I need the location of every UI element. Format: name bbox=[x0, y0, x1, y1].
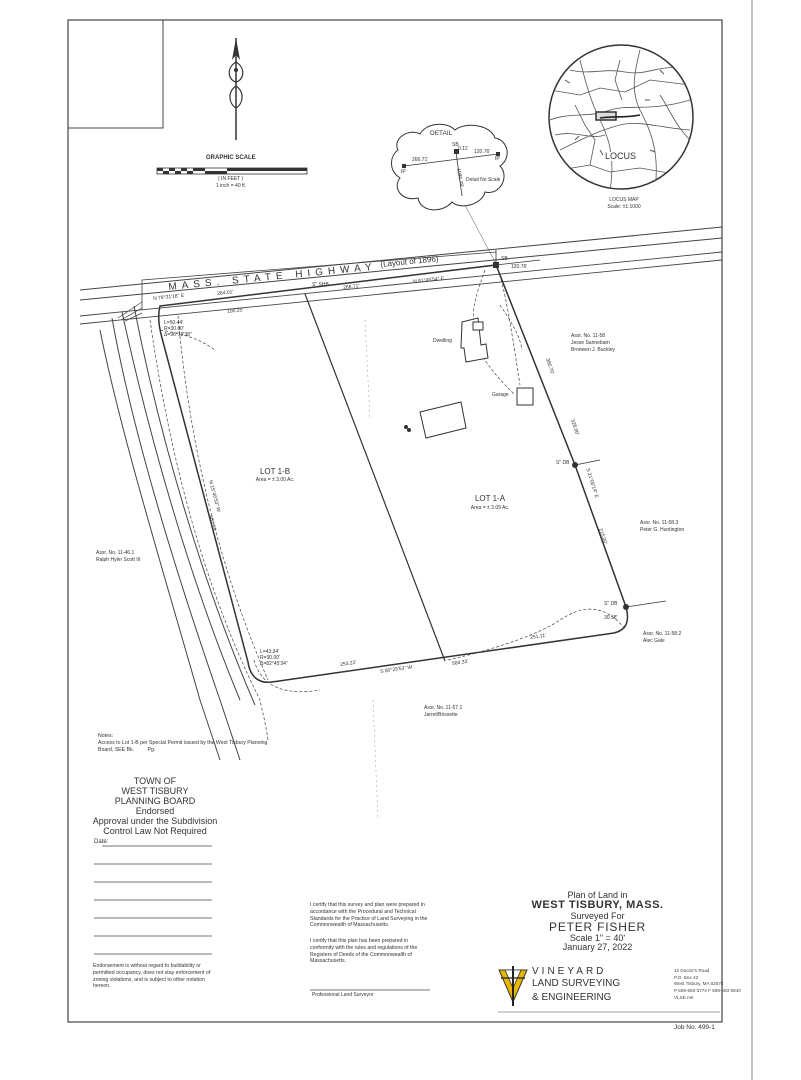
dwelling-label: Dwelling bbox=[433, 338, 452, 344]
graphic-scale-bar bbox=[156, 167, 308, 175]
locus-map-title: LOCUS MAP bbox=[609, 197, 639, 203]
abutter-5-name: Ralph Hyler Scott III bbox=[96, 557, 141, 563]
company-name-1: VINEYARD bbox=[532, 966, 607, 977]
detail-sb: SB bbox=[452, 142, 459, 148]
lot-1a-name: LOT 1-A bbox=[474, 494, 506, 503]
curve2-delta: Δ=82°45'34" bbox=[260, 661, 288, 667]
title-line-2: WEST TISBURY, MASS. bbox=[531, 899, 664, 912]
board-signature-lines bbox=[94, 845, 212, 955]
company-address: 12 Doctor's Road P.O. Box 42 West Tisbur… bbox=[674, 968, 746, 1001]
highway-lines bbox=[79, 226, 723, 325]
well-symbol-icon bbox=[404, 425, 411, 432]
title-block: Plan of Land in WEST TISBURY, MASS. Surv… bbox=[520, 890, 675, 953]
barn-structure bbox=[419, 401, 467, 439]
locus-map-scale: Scale: ±1:1000 bbox=[607, 204, 641, 210]
detail-d1: 0.11' bbox=[458, 146, 469, 152]
board-date-label: Date: bbox=[94, 839, 109, 845]
company-name-3: & ENGINEERING bbox=[532, 992, 612, 1003]
sheet-border bbox=[67, 19, 723, 1023]
title-line-1: Plan of Land in bbox=[567, 890, 628, 900]
company-logo-icon bbox=[498, 966, 528, 1006]
stone-bound-1: S" DB bbox=[556, 460, 570, 466]
north-arrow-icon bbox=[228, 38, 244, 140]
abutter-4-no: Assr. No. 11-57.1 bbox=[424, 705, 463, 711]
surveyor-signature-label: Professional Land Surveyor bbox=[312, 992, 374, 998]
driveway-features bbox=[159, 269, 627, 693]
title-line-3: Surveyed For bbox=[570, 910, 625, 921]
abutter-1-name2: Bronwen J. Buckley bbox=[571, 347, 615, 353]
plan-notes: Notes: Access to Lot 1-B per Special Per… bbox=[98, 733, 283, 753]
detail-d2: 120.76' bbox=[474, 149, 491, 155]
abutter-2-name: Peter G. Huntington bbox=[640, 527, 685, 533]
notes-text: Access to Lot 1-B per Special Permit iss… bbox=[98, 739, 268, 753]
notes-pg: Pg. bbox=[147, 746, 156, 753]
board-line-6: Control Law Not Required bbox=[103, 826, 207, 837]
board-line-4: Endorsed bbox=[135, 806, 175, 817]
abutter-4-name: Jarret/Brissette bbox=[424, 712, 458, 718]
curve1-length: L=50.44' bbox=[164, 320, 184, 326]
detail-ip-right: IP bbox=[495, 156, 500, 162]
detail-cloud bbox=[391, 123, 508, 211]
recording-box bbox=[68, 20, 164, 129]
abutter-2-no: Assr. No. 11-58.3 bbox=[640, 520, 679, 526]
dist-30: 30.58' bbox=[604, 615, 618, 621]
job-number: Job No. 499-1 bbox=[674, 1024, 715, 1031]
detail-title: DETAIL bbox=[430, 130, 453, 137]
address-line-2: P.O. Box 42 bbox=[674, 974, 699, 980]
company-name-2: LAND SURVEYING bbox=[532, 978, 621, 989]
garage-label: Garage bbox=[492, 392, 509, 398]
curve1-delta: Δ=96°19'38" bbox=[164, 332, 192, 338]
lot-boundaries bbox=[157, 250, 667, 684]
address-line-1: 12 Doctor's Road bbox=[674, 968, 710, 973]
board-line-5: Approval under the Subdivision bbox=[92, 816, 218, 827]
certification-2: I certify that this plan has been prepar… bbox=[310, 938, 418, 965]
abutter-3-no: Assr. No. 11-58.2 bbox=[643, 631, 682, 637]
detail-ip-left: IP bbox=[401, 169, 406, 175]
locus-map bbox=[548, 44, 694, 190]
abutter-1-name: Jesse Sannebarn bbox=[571, 340, 610, 346]
dwelling-structure bbox=[460, 317, 489, 363]
board-line-2: WEST TISBURY bbox=[121, 786, 189, 797]
detail-d3: 266.71' bbox=[412, 157, 429, 163]
survey-markers bbox=[493, 262, 629, 610]
address-line-3: West Tisbury, MA 02575 bbox=[674, 981, 724, 987]
curve2-length: L=43.34' bbox=[260, 649, 280, 655]
access-road bbox=[99, 301, 269, 761]
title-line-4: PETER FISHER bbox=[549, 920, 646, 935]
abutter-1-no: Assr. No. 11-58 bbox=[571, 333, 606, 339]
lot-1b-name: LOT 1-B bbox=[259, 467, 291, 476]
graphic-scale-title: GRAPHIC SCALE bbox=[206, 155, 256, 161]
sb-near: S" SHB bbox=[312, 282, 329, 288]
title-line-5: Scale 1" = 40' bbox=[569, 933, 626, 944]
graphic-scale-sub1: ( IN FEET ) bbox=[218, 176, 244, 182]
stone-bound-2: S" DB bbox=[604, 601, 618, 607]
curve2-radius: R=30.00' bbox=[260, 655, 280, 661]
endorsement-text: Endorsement is without regard to buildab… bbox=[93, 963, 211, 990]
abutter-5-no: Assr. No. 11-46.1 bbox=[96, 550, 135, 556]
board-line-3: PLANNING BOARD bbox=[114, 796, 196, 807]
dist-120: 120.76' bbox=[511, 264, 528, 270]
notes-heading: Notes: bbox=[98, 733, 113, 739]
planning-board-block: TOWN OF WEST TISBURY PLANNING BOARD Endo… bbox=[80, 776, 230, 836]
curve1-radius: R=30.00' bbox=[164, 326, 184, 332]
locus-label: LOCUS bbox=[604, 151, 638, 162]
lot-1a-area: Area = ± 3.09 Ac. bbox=[470, 505, 510, 511]
graphic-scale-sub2: 1 inch = 40 ft. bbox=[216, 183, 247, 189]
certification-1: I certify that this survey and plan were… bbox=[310, 902, 428, 929]
sb-right: SB bbox=[501, 256, 508, 262]
abutter-3-name: Alec Gale bbox=[643, 638, 665, 644]
board-line-1: TOWN OF bbox=[133, 776, 177, 786]
lot-1b-area: Area = ± 3.00 Ac. bbox=[255, 477, 295, 483]
garage-structure bbox=[516, 387, 534, 406]
address-line-5: VLSE.net bbox=[674, 994, 694, 1000]
address-line-4: P 508-693-3774 F 508-693-0840 bbox=[674, 987, 741, 993]
detail-note: Detail No Scale bbox=[466, 177, 501, 183]
title-line-6: January 27, 2022 bbox=[562, 942, 633, 953]
